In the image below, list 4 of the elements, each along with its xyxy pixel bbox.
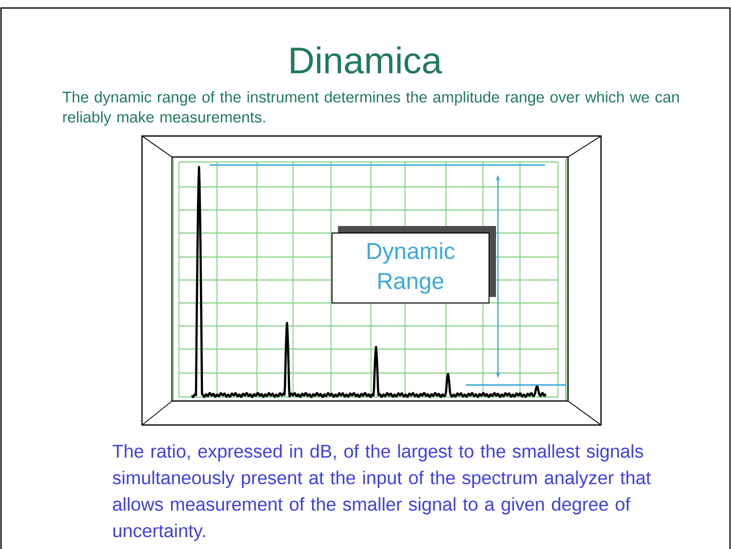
title: Dinamica — [290, 46, 442, 74]
intro-text: The dynamic range of the instrument determines the amplitude range over which we can reliably make measurements. — [62, 91, 679, 126]
label-box: Dynamic Range — [332, 232, 490, 304]
definition-text: The ratio, expressed in dB, of the largest to the smallest signals simultaneously present at the input of the spectrum analyzer that allows measurement of the smaller signal to a given degree of uncertainty. — [112, 444, 651, 541]
